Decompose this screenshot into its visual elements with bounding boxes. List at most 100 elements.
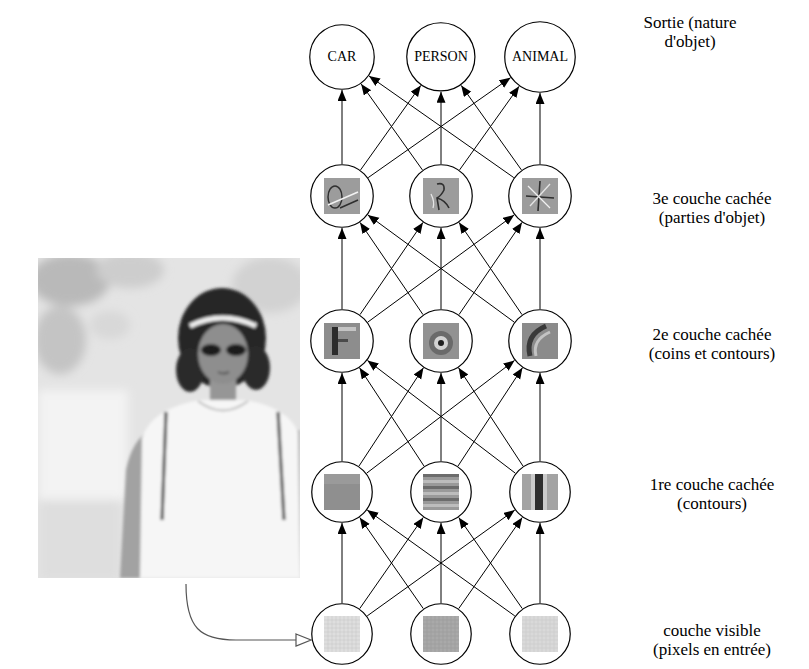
neuron-circle — [410, 603, 472, 665]
pixel-grid — [340, 616, 341, 652]
pixel-grid — [538, 616, 539, 652]
connection-arrow — [459, 368, 523, 466]
feature-image — [324, 178, 360, 214]
class-label: ANIMAL — [512, 49, 568, 65]
pixel-grid — [423, 628, 459, 629]
pixel-grid — [423, 624, 459, 625]
pixel-grid — [427, 616, 428, 652]
neuron-shape — [310, 164, 374, 228]
feature-shade — [324, 474, 360, 484]
neuron-circle — [509, 461, 571, 523]
connection-arrow — [360, 517, 424, 608]
neuron-outline — [510, 604, 571, 665]
feature-stripe — [423, 504, 459, 507]
pixel-grid — [336, 616, 337, 652]
photo-strap — [162, 412, 166, 520]
pixel-grid — [447, 616, 448, 652]
pixel-grid — [522, 640, 558, 641]
photo-blur — [38, 390, 128, 500]
neuron-outline — [312, 462, 373, 523]
pixel-grid — [328, 616, 329, 652]
connection-arrow — [359, 368, 423, 466]
feature-stroke — [338, 327, 356, 331]
connection-arrow — [342, 90, 343, 164]
pixel-grid — [423, 632, 459, 633]
photo-collar — [198, 401, 248, 411]
feature-stripe — [423, 492, 459, 495]
pixel-grid — [431, 616, 432, 652]
pixel-grid — [550, 616, 551, 652]
feature-stripe — [531, 474, 535, 510]
pixel-grid — [324, 628, 360, 629]
neuron-shape — [508, 164, 572, 228]
connection-arrow — [360, 222, 423, 314]
neuron-outline — [410, 310, 473, 373]
neuron-outline — [411, 462, 472, 523]
pixel-grid — [423, 640, 459, 641]
pixel-patch — [522, 616, 558, 652]
connection-arrow — [540, 228, 541, 309]
pixel-grid — [451, 616, 452, 652]
neuron-outline — [509, 310, 572, 373]
pixel-grid — [522, 632, 558, 633]
neuron-outline — [310, 25, 375, 90]
class-label: CAR — [328, 49, 357, 65]
pixel-grid — [423, 648, 459, 649]
feature-stripe — [535, 474, 543, 510]
pixel-grid — [423, 636, 459, 637]
connection-arrow — [342, 523, 343, 603]
photo-mouth — [218, 372, 229, 374]
neuron-circle — [311, 603, 373, 665]
neuron-outline — [509, 165, 572, 228]
neuron-outline — [510, 462, 571, 523]
neuron-circle — [409, 309, 473, 373]
class-label: PERSON — [414, 49, 468, 65]
pixel-grid — [324, 640, 360, 641]
part-sketch — [530, 184, 550, 206]
neuron-circle — [508, 309, 572, 373]
pixel-grid — [348, 616, 349, 652]
connection-arrow — [461, 85, 521, 170]
pixel-grid — [530, 616, 531, 652]
pixel-grid — [332, 616, 333, 652]
connection-arrow — [460, 86, 520, 170]
feature-image — [522, 178, 558, 214]
photo-trees — [38, 258, 300, 578]
neuron-outline — [312, 604, 373, 665]
neuron-circle — [509, 603, 571, 665]
neuron-circle — [409, 164, 473, 228]
pixel-grid — [522, 648, 558, 649]
neuron-shape — [509, 461, 571, 523]
feature-patch — [522, 178, 558, 214]
connection-arrow — [441, 92, 442, 164]
neuron-circle: PERSON — [406, 22, 476, 92]
pixel-grid — [554, 616, 555, 652]
pixel-grid — [352, 616, 353, 652]
neuron-outline — [311, 310, 374, 373]
photo-sunglasses — [226, 344, 246, 356]
feature-stroke — [332, 327, 338, 355]
pixel-grid — [344, 616, 345, 652]
neuron-shape — [508, 309, 572, 373]
neuron-shape — [311, 603, 373, 665]
neuron-shape — [310, 309, 374, 373]
pixel-grid — [423, 620, 459, 621]
pixel-grid — [522, 628, 558, 629]
connection-arrow — [367, 510, 515, 616]
photo-blur — [96, 258, 164, 288]
connection-arrow — [360, 517, 424, 608]
pixel-grid — [356, 616, 357, 652]
feature-stripe — [423, 474, 459, 477]
connection-arrow — [540, 523, 541, 603]
layer-label: 2e couche cachée (coins et contours) — [644, 325, 780, 363]
feature-patch — [423, 323, 459, 359]
connection-arrow — [368, 215, 514, 322]
neuron-shape — [409, 164, 473, 228]
neuron-circle — [310, 309, 374, 373]
connection-arrow — [367, 360, 515, 473]
pixel-grid — [435, 616, 436, 652]
connection-arrow — [361, 84, 422, 170]
pixel-grid — [546, 616, 547, 652]
feature-patch — [423, 474, 459, 510]
photo-blur — [40, 500, 120, 578]
